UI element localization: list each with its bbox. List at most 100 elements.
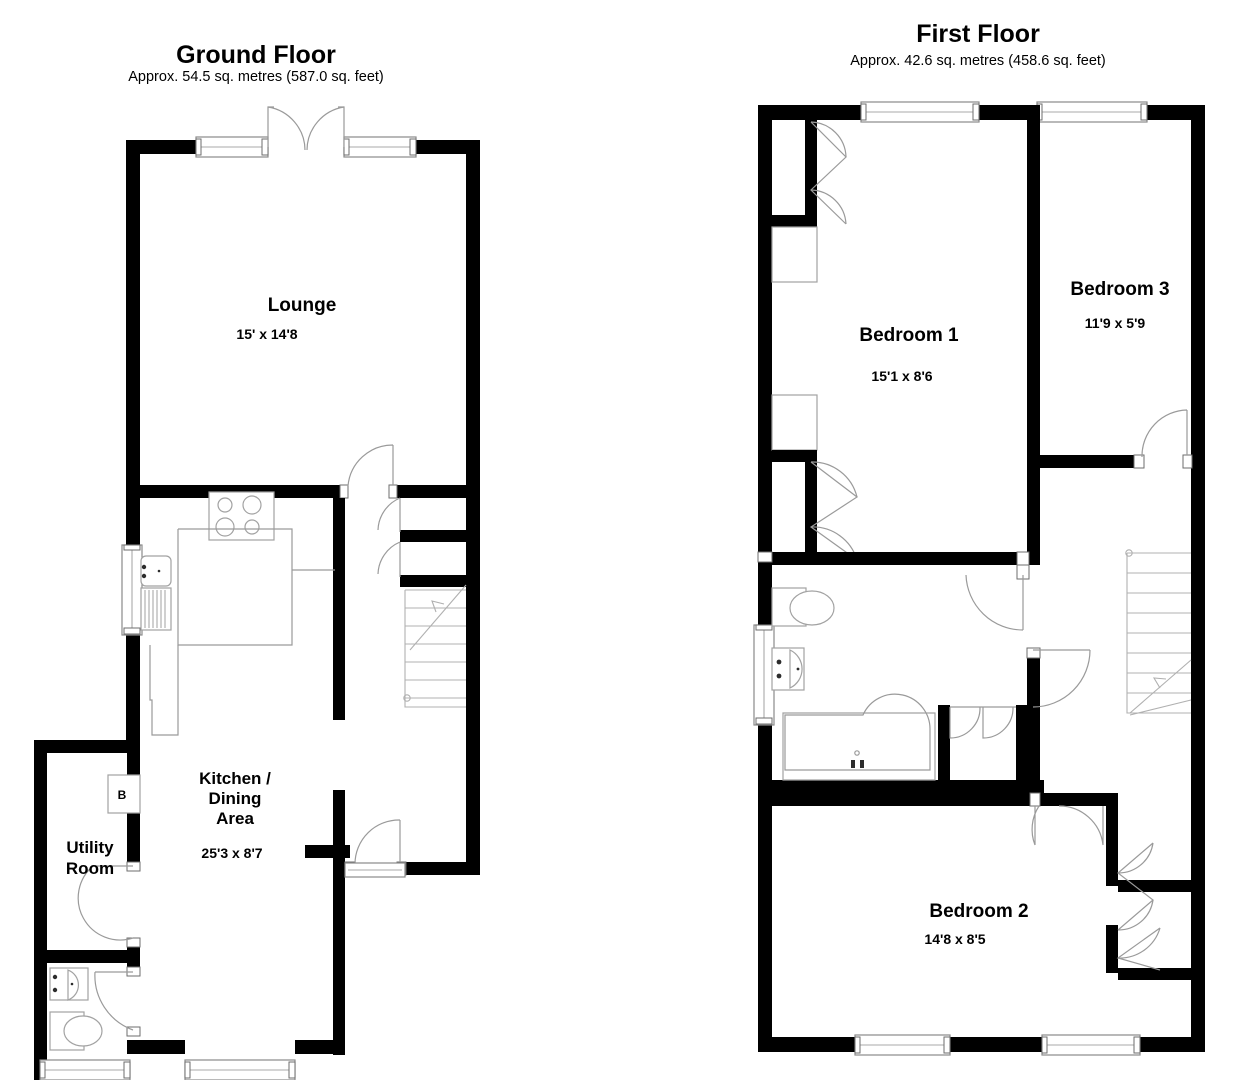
room-label-utility-2: Room (66, 859, 114, 878)
wall-bed1-bed3 (1027, 105, 1040, 565)
wall-bathroom-right (1027, 648, 1040, 793)
room-label-bedroom2: Bedroom 2 (929, 901, 1028, 922)
wall-b1-bottom (817, 552, 1029, 565)
alcove-bedroom1-upper (771, 226, 818, 283)
wall-ff-top-c (1146, 105, 1205, 120)
wall-bottom-stub-a (127, 1040, 185, 1054)
door-jamb-lounge-hall-a (339, 484, 349, 499)
wall-kitchen-hall (333, 498, 345, 720)
wall-utility-left (34, 740, 47, 1080)
room-label-utility-1: Utility (66, 838, 114, 857)
wall-b1-bottom-left (758, 552, 828, 565)
window-ground-bottom-right (184, 1059, 296, 1080)
wall-bed2-top-b (1040, 793, 1118, 806)
wall-airing-right (1016, 705, 1028, 785)
door-swing-lounge (347, 444, 394, 487)
wall-front-door-right (405, 862, 466, 875)
boiler-box (107, 774, 141, 814)
window-lounge-right (343, 136, 417, 158)
door-jamb-utility-b (126, 937, 141, 948)
window-ff-bottom-left (854, 1034, 951, 1056)
window-lounge-left (195, 136, 269, 158)
first-floor-title: First Floor (916, 20, 1040, 48)
wc-toilet-icon (49, 1011, 103, 1051)
room-dim-bedroom2: 14'8 x 8'5 (924, 931, 985, 947)
ground-floor-area: Approx. 54.5 sq. metres (587.0 sq. feet) (128, 69, 384, 85)
wall-lounge-top-left (126, 140, 196, 154)
wall-wardrobe-b1-bottom (772, 215, 817, 227)
wall-bed2-top (758, 793, 1048, 806)
wall-lounge-top-right (410, 140, 480, 154)
wardrobe-doors-bedroom2-lower (1116, 927, 1161, 971)
door-jamb-landing-left (757, 551, 773, 563)
wall-b2-ward-low (1118, 968, 1192, 980)
staircase-first (1125, 549, 1192, 716)
room-label-bedroom1: Bedroom 1 (859, 325, 959, 346)
door-swing-wc (94, 971, 134, 1031)
ground-floor-title: Ground Floor (176, 41, 336, 69)
door-swing-bed1 (965, 574, 1024, 631)
wall-b2-ward-a (1106, 838, 1118, 886)
bathroom-toilet-icon (771, 587, 835, 627)
wall-ff-right (1191, 105, 1205, 1052)
wall-hall-top (397, 485, 467, 498)
room-label-bedroom3: Bedroom 3 (1070, 279, 1169, 300)
first-floor-plan (753, 101, 1205, 1056)
window-kitchen-side (121, 544, 143, 636)
wall-ff-top-b (977, 105, 1039, 120)
room-label-lounge: Lounge (268, 295, 337, 316)
kitchen-counter (177, 528, 293, 646)
door-swing-bed3 (1141, 409, 1188, 458)
wall-bottom-stub-b (295, 1040, 340, 1054)
room-label-kitchen-3: Area (216, 809, 254, 828)
door-jamb-wc-b (126, 1026, 141, 1037)
door-front-entry (344, 819, 407, 878)
wc-basin-icon (49, 967, 89, 1001)
wall-wardrobe-b1-low-top (772, 450, 817, 462)
kitchen-counter-lower (149, 645, 179, 736)
door-swing-bed2-hinge (1031, 805, 1040, 846)
door-swing-bathroom (1032, 649, 1091, 708)
room-dim-bedroom1: 15'1 x 8'6 (871, 368, 932, 384)
door-lounge-french (267, 106, 345, 151)
room-label-kitchen-1: Kitchen / (199, 769, 271, 788)
bathroom-bath-icon (782, 693, 936, 781)
door-swing-cupboard-1 (377, 497, 401, 532)
door-jamb-bed3-a (1133, 454, 1145, 469)
wall-cupboard-1 (400, 530, 466, 542)
wall-ff-bottom-c (1135, 1037, 1205, 1052)
room-label-kitchen-2: Dining (209, 789, 262, 808)
wall-kitchen-right-lower (333, 845, 345, 1055)
wall-lounge-left (126, 140, 140, 490)
door-swing-utility (77, 865, 134, 941)
door-jamb-bed2-a (1029, 792, 1041, 807)
wall-kitchen-left-lower (126, 635, 140, 745)
wall-utility-top (34, 740, 140, 753)
wall-ff-bottom-b (945, 1037, 1045, 1052)
alcove-bedroom1-lower (771, 394, 818, 451)
first-floor-area: Approx. 42.6 sq. metres (458.6 sq. feet) (850, 53, 1106, 69)
wall-bathroom-bottom-a (758, 780, 864, 793)
wall-b2-ward-mid (1118, 880, 1192, 892)
wardrobe-doors-bedroom1-top (810, 121, 847, 225)
door-swing-cupboard-2 (377, 541, 401, 577)
door-jamb-bed3-b (1182, 454, 1193, 469)
wall-house-right (466, 140, 480, 875)
wall-ff-left (758, 105, 772, 1052)
window-ground-bottom-left (39, 1059, 131, 1080)
wardrobe-doors-bedroom2-upper (1117, 842, 1154, 931)
wall-b2-ward-b (1106, 925, 1118, 973)
bathroom-basin-icon (771, 647, 805, 691)
wall-kitchen-hall-lower (333, 790, 345, 850)
boiler-label: B (118, 788, 127, 802)
staircase-ground (403, 584, 467, 708)
wall-utility-wc-divider (34, 950, 140, 963)
window-bathroom-side (753, 624, 775, 726)
wall-bed3-bottom (1040, 455, 1140, 468)
room-dim-lounge: 15' x 14'8 (236, 326, 297, 342)
ground-floor-plan: B (34, 106, 480, 1080)
room-dim-bedroom3: 11'9 x 5'9 (1085, 315, 1146, 331)
wall-wardrobe-b1-low-side (805, 462, 817, 552)
